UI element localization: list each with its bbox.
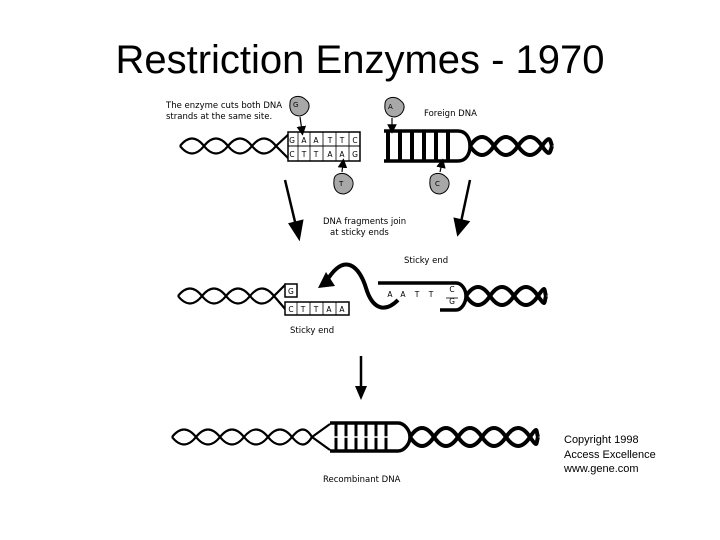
enzyme-icon: A: [385, 97, 404, 129]
base-label: G: [352, 150, 358, 159]
step2-right-fragment: A A T T C G: [378, 283, 546, 310]
enzyme-letter: A: [388, 103, 393, 111]
step3-recombinant-ladder: [330, 423, 410, 451]
base-label: A: [387, 290, 393, 299]
base-label: A: [327, 150, 333, 159]
copyright-notice: Copyright 1998 Access Excellence www.gen…: [564, 433, 714, 477]
base-label: A: [313, 136, 319, 145]
step1-left-helix: [180, 133, 290, 160]
enzyme-letter: C: [435, 180, 440, 188]
copyright-line: Copyright 1998: [564, 433, 714, 448]
step1-caption-line2: strands at the same site.: [166, 112, 272, 122]
step2-left-helix: [178, 284, 286, 310]
base-label: T: [301, 150, 307, 159]
sticky-end-top-label: Sticky end: [404, 256, 448, 266]
step3-group: Recombinant DNA: [172, 423, 538, 485]
base-label: T: [339, 136, 345, 145]
base-label: G: [288, 287, 294, 296]
copyright-line: www.gene.com: [564, 462, 714, 477]
enzyme-letter: T: [338, 180, 344, 188]
step2-left-fragment: G C T T A A: [285, 284, 349, 315]
join-arrow: [318, 265, 398, 308]
base-label: A: [326, 305, 332, 314]
step2-caption-line1: DNA fragments join: [323, 217, 406, 227]
recombinant-dna-label: Recombinant DNA: [323, 475, 401, 485]
base-label: A: [339, 305, 345, 314]
base-label: T: [414, 290, 420, 299]
base-label: G: [289, 136, 295, 145]
sticky-end-bottom-label: Sticky end: [290, 326, 334, 336]
base-label: C: [449, 285, 454, 294]
enzyme-letter: G: [293, 101, 298, 109]
base-label: A: [301, 136, 307, 145]
step1-group: The enzyme cuts both DNA strands at the …: [165, 96, 552, 194]
step1-caption-line1: The enzyme cuts both DNA: [165, 101, 282, 111]
step1-foreign-dna: [384, 131, 552, 161]
step2-group: Sticky end Sticky end G C T T A A: [178, 256, 546, 336]
base-label: C: [352, 136, 357, 145]
enzyme-icon: T: [334, 163, 353, 194]
base-label: C: [288, 305, 293, 314]
step2-caption-line2: at sticky ends: [330, 228, 389, 238]
step1-base-ladder: G A A T T C C T T A A G: [288, 132, 360, 161]
enzyme-icon: C: [430, 163, 449, 194]
base-label: A: [339, 150, 345, 159]
copyright-line: Access Excellence: [564, 448, 714, 463]
enzyme-icon: G: [290, 96, 309, 131]
process-arrow: [355, 356, 367, 400]
base-label: T: [300, 305, 306, 314]
foreign-dna-label: Foreign DNA: [424, 109, 477, 119]
base-label: C: [289, 150, 294, 159]
base-label: A: [400, 290, 406, 299]
base-label: T: [313, 305, 319, 314]
step3-left-helix: [172, 424, 330, 450]
base-label: T: [327, 136, 333, 145]
base-label: T: [428, 290, 434, 299]
base-label: T: [313, 150, 319, 159]
